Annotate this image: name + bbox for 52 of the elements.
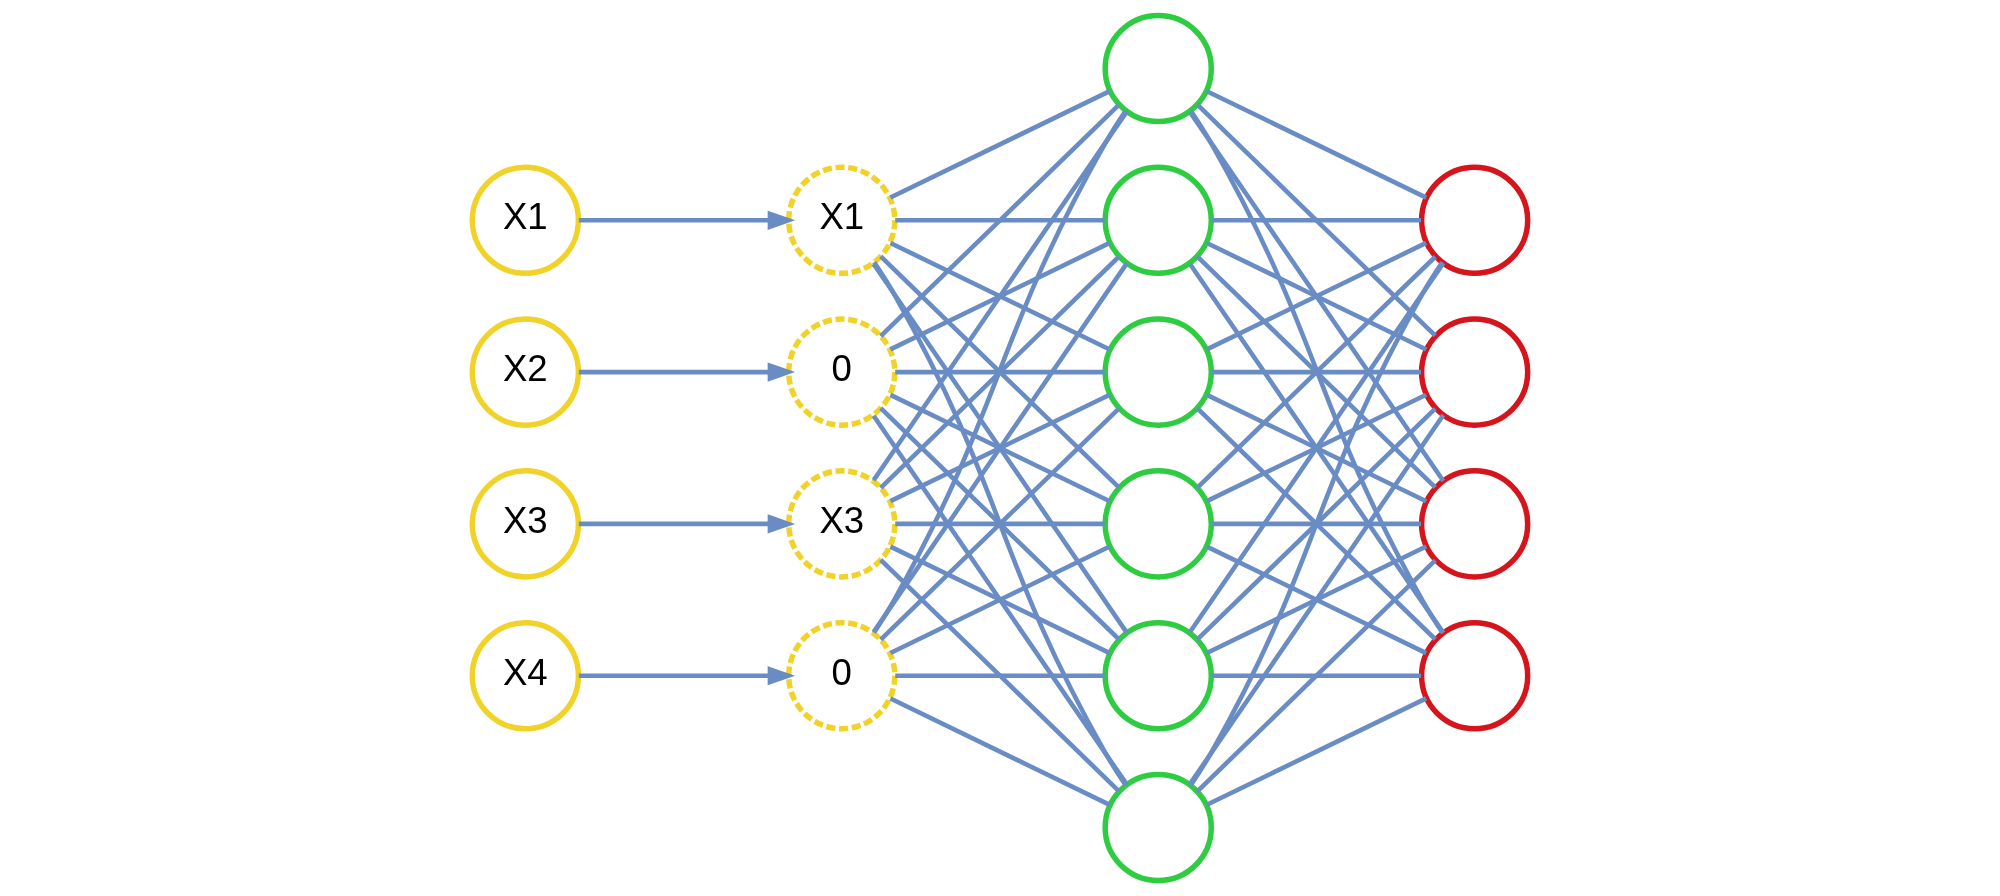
arrow xyxy=(578,362,796,382)
node-circle xyxy=(1102,12,1214,125)
connector xyxy=(1188,110,1446,483)
node-circle: X2 xyxy=(469,316,582,428)
node-circle xyxy=(1418,164,1531,277)
connector xyxy=(889,696,1111,807)
connector xyxy=(1205,544,1428,656)
connector xyxy=(889,240,1111,352)
node-circle: X4 xyxy=(469,619,582,732)
node-circle: 0 xyxy=(786,316,898,428)
node-circle: X1 xyxy=(469,164,582,277)
connector xyxy=(871,414,1129,786)
node-circle: X3 xyxy=(786,468,898,580)
connector xyxy=(1211,521,1422,527)
connector xyxy=(1189,110,1445,634)
connector xyxy=(1205,240,1428,352)
connector xyxy=(1195,102,1437,338)
node-circle xyxy=(1102,771,1214,884)
connector xyxy=(889,392,1111,504)
node-circle xyxy=(1102,619,1214,732)
node-circle xyxy=(1102,164,1214,277)
node-circle xyxy=(1102,468,1214,580)
connector xyxy=(879,558,1121,793)
connector xyxy=(895,218,1105,223)
connector xyxy=(889,544,1111,656)
connector xyxy=(1205,696,1428,807)
arrow xyxy=(578,666,796,686)
connector xyxy=(1195,558,1437,794)
node-circle: X1 xyxy=(786,164,898,277)
connector xyxy=(895,673,1105,678)
connector xyxy=(1211,673,1422,678)
connector xyxy=(871,110,1129,482)
connector xyxy=(1205,392,1428,504)
connector xyxy=(895,369,1105,375)
connector xyxy=(872,110,1128,634)
connector xyxy=(1188,261,1445,787)
arrow xyxy=(578,210,796,230)
node-circle: 0 xyxy=(786,619,898,732)
node-circle xyxy=(1418,619,1531,732)
connector xyxy=(1188,413,1446,786)
connector xyxy=(1211,218,1422,223)
node-circle xyxy=(1418,316,1531,428)
connector xyxy=(889,89,1111,200)
node-circle xyxy=(1102,316,1214,428)
arrow xyxy=(578,514,796,534)
connector xyxy=(1205,89,1428,200)
connector xyxy=(1211,369,1422,375)
connector xyxy=(879,103,1121,338)
node-circle: X3 xyxy=(469,468,582,580)
connector xyxy=(872,261,1128,787)
connector xyxy=(895,521,1105,527)
node-circle xyxy=(1418,468,1531,580)
